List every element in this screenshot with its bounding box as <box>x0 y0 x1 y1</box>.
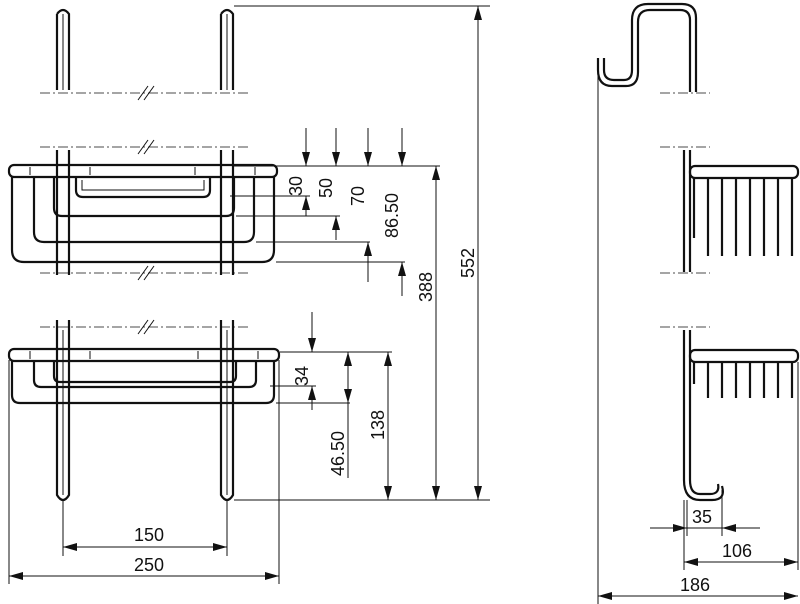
dim-138-label: 138 <box>368 410 388 440</box>
dim-388-label: 388 <box>416 272 436 302</box>
dim-50-label: 50 <box>316 178 336 198</box>
dim-30-label: 30 <box>286 176 306 196</box>
dim-70-label: 70 <box>348 186 368 206</box>
dim-34-label: 34 <box>292 366 312 386</box>
front-view <box>7 8 281 502</box>
lower-side-tines <box>692 362 794 398</box>
dimension-labels: 30 50 70 86.50 388 552 34 46.50 138 150 … <box>134 176 752 595</box>
dim-86-50-label: 86.50 <box>382 193 402 238</box>
dim-106-label: 106 <box>722 541 752 561</box>
break-lines <box>40 85 250 335</box>
side-view <box>596 2 800 502</box>
dim-150-label: 150 <box>134 525 164 545</box>
top-hook <box>596 8 692 92</box>
dim-35-label: 35 <box>692 507 712 527</box>
upper-basket <box>7 163 279 264</box>
dimension-lines <box>8 5 799 604</box>
dim-552-label: 552 <box>458 248 478 278</box>
hanging-rods <box>55 8 235 502</box>
dim-250-label: 250 <box>134 555 164 575</box>
dim-46-50-label: 46.50 <box>328 431 348 476</box>
dim-186-label: 186 <box>680 575 710 595</box>
upper-side-tines <box>692 178 794 256</box>
lower-basket <box>7 347 281 405</box>
